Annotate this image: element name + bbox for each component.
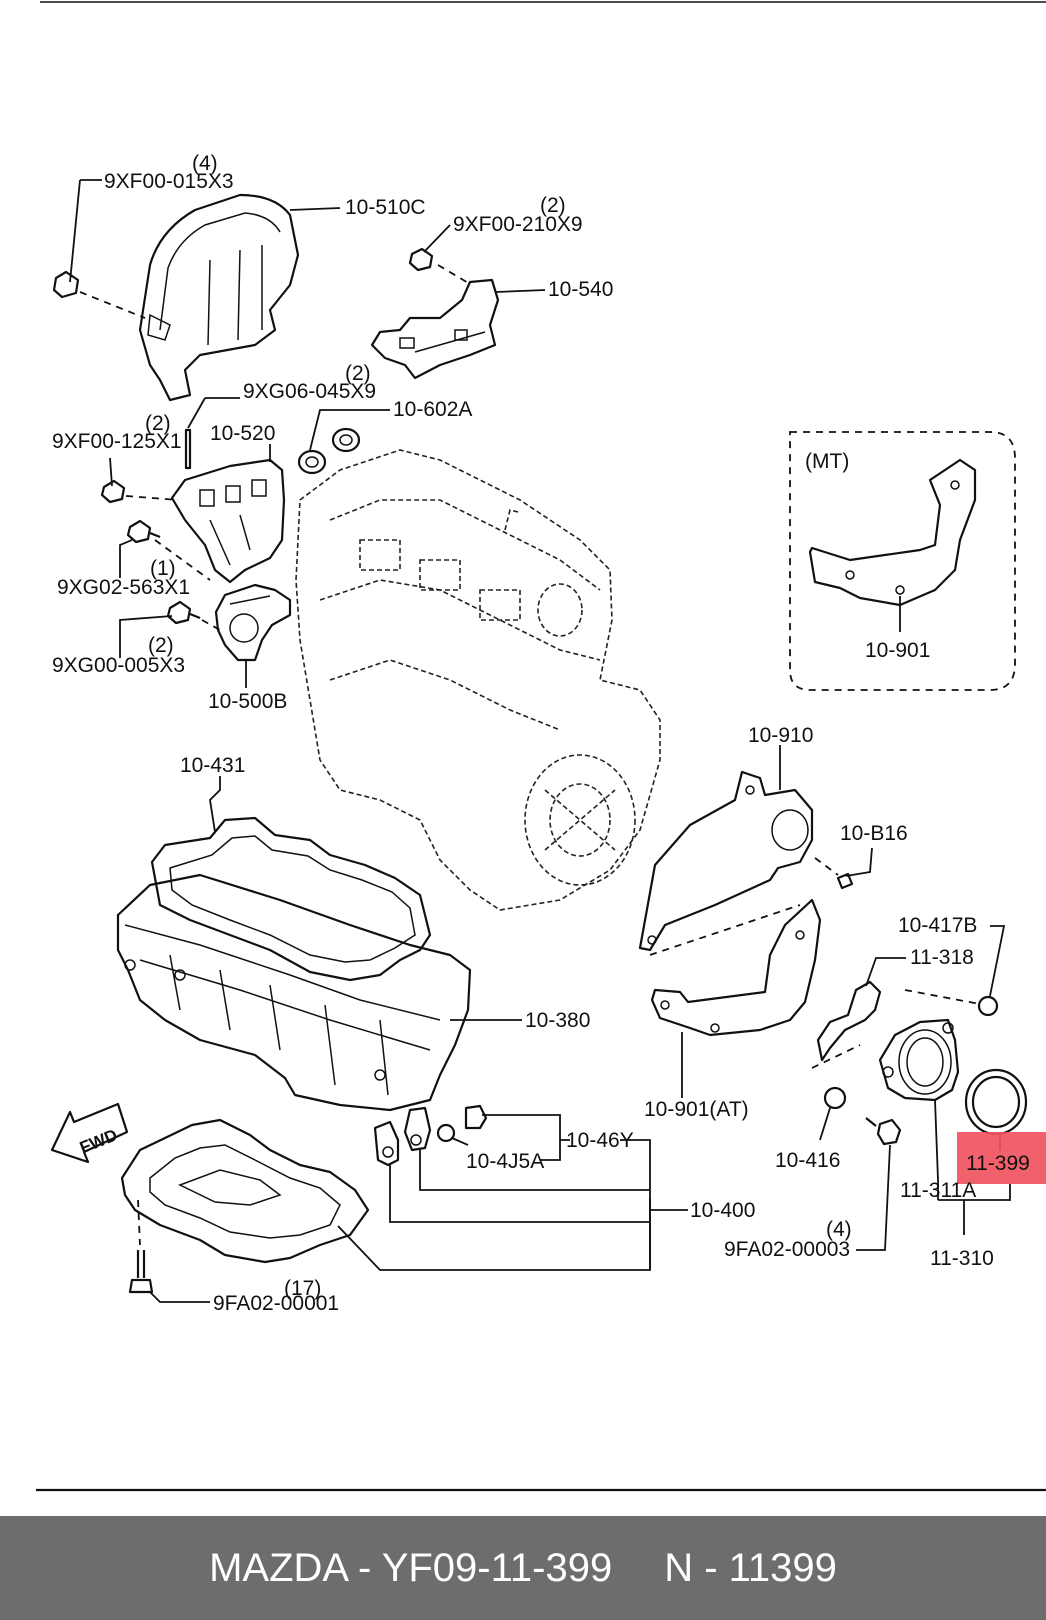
label-10-602a: 10-602A <box>393 398 472 421</box>
part-9xf00-210x9-bolt <box>408 224 471 285</box>
qty-9fa02-00003: (4) <box>826 1218 852 1241</box>
part-10-380-ladder-frame <box>116 873 522 1112</box>
part-11-311a-housing <box>878 1018 960 1200</box>
leader-10-510c <box>289 207 341 211</box>
part-10-910-gasket <box>638 745 814 952</box>
fwd-tag: FWD <box>77 1125 120 1157</box>
part-9fa02-00001-bolt <box>128 1199 210 1303</box>
part-number-text: MAZDA - YF09-11-399 <box>209 1545 613 1590</box>
part-10-510c-cover <box>138 193 300 402</box>
part-10-602a-seals <box>297 409 390 475</box>
part-10-b16-dowel <box>814 847 873 890</box>
label-10-b16: 10-B16 <box>840 822 908 845</box>
label-11-318: 11-318 <box>910 946 974 969</box>
part-10-431-gasket <box>150 776 432 982</box>
part-9xf00-015x3-bolt <box>52 179 146 319</box>
label-9fa02-00001: 9FA02-00001 <box>213 1292 339 1315</box>
label-9xf00-210x9: 9XF00-210X9 <box>453 213 583 236</box>
label-9xg06-045x9: 9XG06-045X9 <box>243 380 376 403</box>
label-10-510c: 10-510C <box>345 196 426 219</box>
dash-housing-left <box>811 1044 861 1069</box>
reference-number-text: N - 11399 <box>664 1545 837 1590</box>
dash-housing-top <box>904 989 981 1005</box>
part-10-540-bracket <box>370 278 500 380</box>
label-10-4j5a: 10-4J5A <box>466 1150 544 1173</box>
label-9xf00-015x3: 9XF00-015X3 <box>104 170 234 193</box>
label-11-399: 11-399 <box>966 1152 1030 1175</box>
engine-assembly <box>295 449 661 911</box>
qty-9xg02-563x1: (1) <box>150 557 176 580</box>
part-9xg02-563x1-bolt <box>119 519 211 581</box>
mt-tag: (MT) <box>805 450 849 473</box>
qty-9xg00-005x3: (2) <box>148 634 174 657</box>
qty-9xf00-015x3: (4) <box>192 152 218 175</box>
label-10-400: 10-400 <box>690 1199 755 1222</box>
qty-9xf00-210x9: (2) <box>540 194 566 217</box>
label-9xg00-005x3: 9XG00-005X3 <box>52 654 185 677</box>
label-10-417b: 10-417B <box>898 914 977 937</box>
label-11-310: 11-310 <box>930 1247 994 1270</box>
label-9xf00-125x1: 9XF00-125X1 <box>52 430 182 453</box>
label-10-380: 10-380 <box>525 1009 590 1032</box>
highlight-11-399 <box>957 1132 1046 1184</box>
part-10-46y-bracket <box>373 1104 688 1270</box>
qty-9fa02-00001: (17) <box>284 1277 321 1300</box>
label-11-311a: 11-311A <box>900 1179 976 1202</box>
part-10-520-bracket <box>170 397 286 584</box>
exploded-parts-diagram: (4) 9XF00-015X3 10-510C (2) 9XF00-210X9 … <box>36 1 1046 1492</box>
qty-9xf00-125x1: (2) <box>145 412 171 435</box>
bracket-11-310-right <box>938 1184 1011 1201</box>
footer-bar: MAZDA - YF09-11-399 N - 11399 <box>0 1516 1046 1620</box>
fwd-arrow-icon: FWD <box>50 1102 129 1164</box>
label-10-520: 10-520 <box>210 422 275 445</box>
part-10-901-at-plate <box>650 898 822 1098</box>
label-10-416: 10-416 <box>775 1149 840 1172</box>
part-11-318-gasket <box>816 957 906 1062</box>
label-10-901-mt: 10-901 <box>865 639 930 662</box>
dash-910-to-plate <box>649 904 801 956</box>
part-10-500b-mount <box>214 583 292 688</box>
label-10-540: 10-540 <box>548 278 613 301</box>
label-10-431: 10-431 <box>180 754 245 777</box>
label-10-500b: 10-500B <box>208 690 287 713</box>
label-10-910: 10-910 <box>748 724 813 747</box>
part-9fa02-00003-bolt <box>856 1117 902 1251</box>
part-9xg00-005x3-bolt <box>119 600 221 658</box>
label-10-901-at: 10-901(AT) <box>644 1098 749 1121</box>
leader-10-540 <box>495 289 546 293</box>
label-9xg02-563x1: 9XG02-563X1 <box>57 576 190 599</box>
qty-9xg06-045x9: (2) <box>345 362 371 385</box>
part-10-416-washer <box>819 1086 847 1141</box>
mt-variant-box <box>789 431 1016 691</box>
part-9xf00-125x1-bolt <box>100 457 179 504</box>
label-9fa02-00003: 9FA02-00003 <box>724 1238 850 1261</box>
part-10-417b-dowel <box>977 925 1006 1017</box>
label-10-46y: 10-46Y <box>566 1129 634 1152</box>
